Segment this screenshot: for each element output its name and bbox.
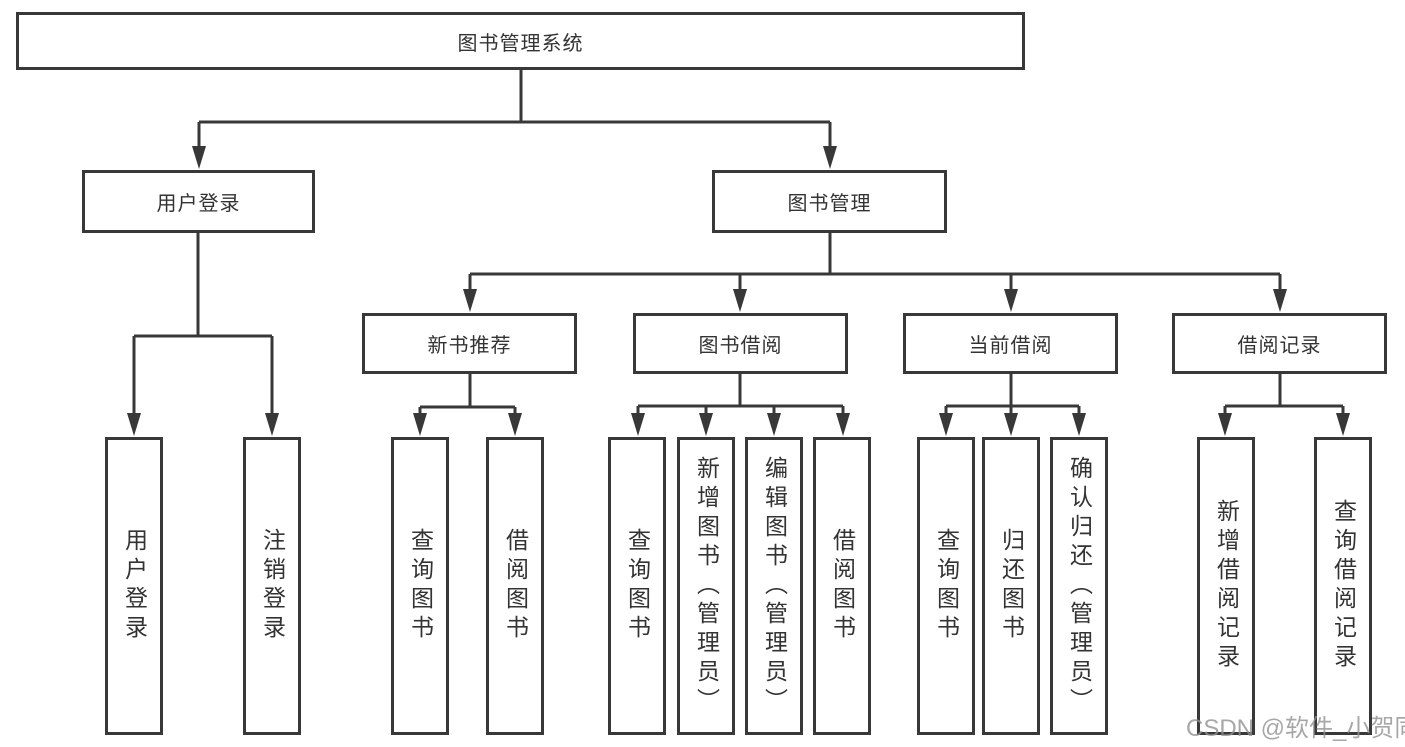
node-label: 查询图书 bbox=[407, 528, 434, 644]
node-label: 用户登录 bbox=[156, 193, 241, 215]
node-label: 新书推荐 bbox=[427, 335, 512, 357]
node-label: 借阅图书 bbox=[502, 528, 529, 644]
node-add-book-admin: 新增图书（管理员） bbox=[677, 437, 735, 735]
node-user-login-leaf: 用户登录 bbox=[105, 437, 163, 735]
node-query-books-3: 查询图书 bbox=[917, 437, 975, 735]
node-return-books: 归还图书 bbox=[982, 437, 1040, 735]
node-confirm-return-admin: 确认归还（管理员） bbox=[1050, 437, 1108, 735]
node-edit-book-admin: 编辑图书（管理员） bbox=[745, 437, 803, 735]
node-query-books-1: 查询图书 bbox=[391, 437, 449, 735]
node-user-login: 用户登录 bbox=[82, 170, 315, 233]
node-add-borrow-record: 新增借阅记录 bbox=[1197, 437, 1255, 735]
node-label: 新增图书（管理员） bbox=[693, 455, 720, 717]
node-label: 用户登录 bbox=[121, 528, 148, 644]
node-query-borrow-record: 查询借阅记录 bbox=[1314, 437, 1372, 735]
node-label: 确认归还（管理员） bbox=[1066, 455, 1093, 717]
node-label: 借阅记录 bbox=[1237, 335, 1322, 357]
node-label: 查询借阅记录 bbox=[1330, 499, 1357, 673]
node-new-book-recommendation: 新书推荐 bbox=[362, 313, 577, 374]
node-label: 注销登录 bbox=[259, 528, 286, 644]
node-logout-leaf: 注销登录 bbox=[243, 437, 301, 735]
node-book-management: 图书管理 bbox=[712, 170, 947, 233]
node-label: 借阅图书 bbox=[829, 528, 856, 644]
node-label: 查询图书 bbox=[624, 528, 651, 644]
node-borrow-books-1: 借阅图书 bbox=[486, 437, 544, 735]
node-label: 查询图书 bbox=[933, 528, 960, 644]
node-current-borrowing: 当前借阅 bbox=[903, 313, 1118, 374]
node-label: 编辑图书（管理员） bbox=[761, 455, 788, 717]
node-label: 图书管理 bbox=[787, 193, 872, 215]
node-borrowing-records: 借阅记录 bbox=[1172, 313, 1387, 374]
node-borrow-books-2: 借阅图书 bbox=[813, 437, 871, 735]
node-library-management-system: 图书管理系统 bbox=[16, 12, 1025, 70]
node-book-borrowing: 图书借阅 bbox=[633, 313, 848, 374]
node-label: 当前借阅 bbox=[968, 335, 1053, 357]
node-query-books-2: 查询图书 bbox=[608, 437, 666, 735]
node-label: 归还图书 bbox=[998, 528, 1025, 644]
node-label: 新增借阅记录 bbox=[1213, 499, 1240, 673]
node-label: 图书借阅 bbox=[698, 335, 783, 357]
node-label: 图书管理系统 bbox=[457, 32, 584, 55]
